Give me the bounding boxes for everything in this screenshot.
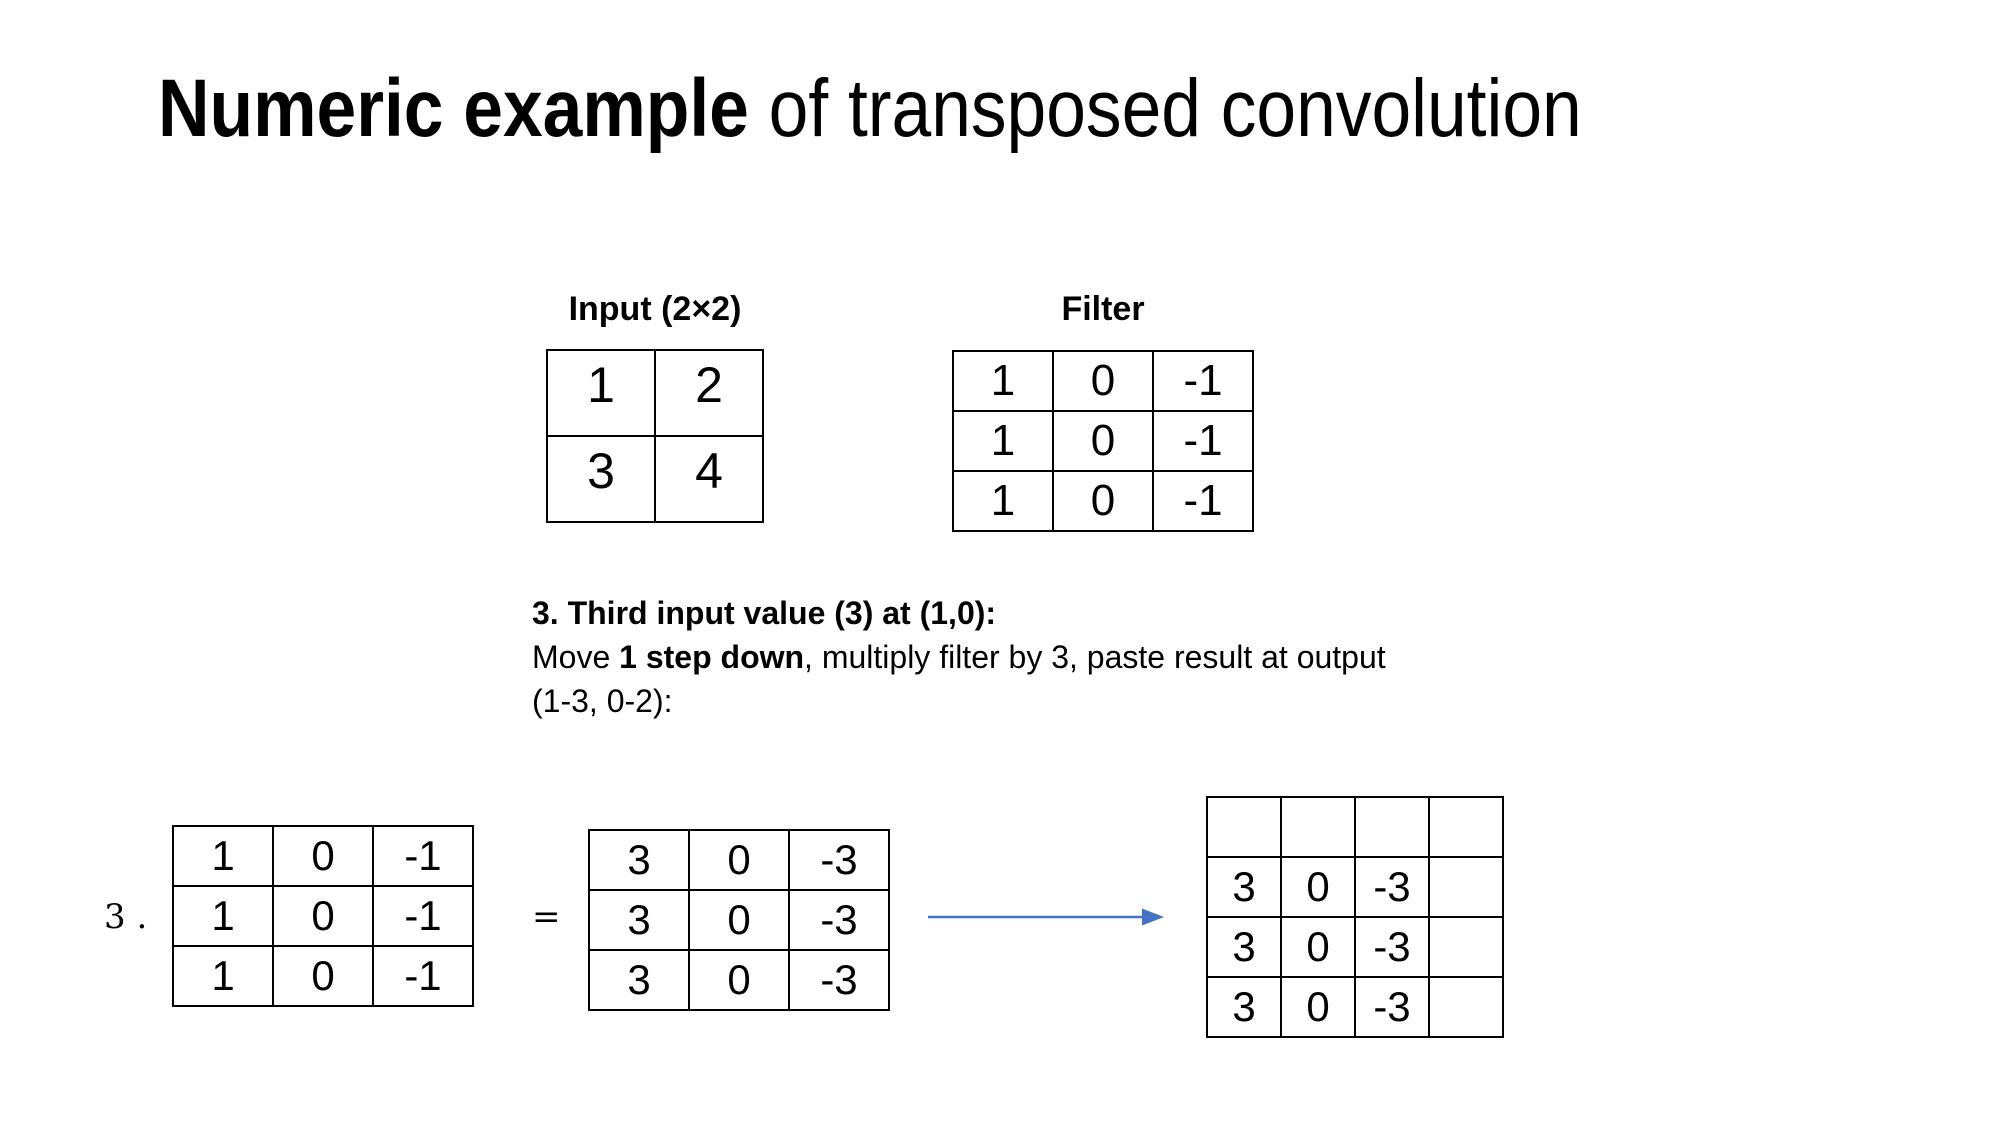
table-cell <box>1428 856 1504 918</box>
table-row: 1 0 -1 <box>952 350 1254 412</box>
table-row: 3 0 -3 <box>588 829 890 891</box>
table-cell: 1 <box>952 410 1054 472</box>
table-cell: 0 <box>1052 410 1154 472</box>
table-row: 1 0 -1 <box>172 885 474 947</box>
title-regular-text: of transposed convolution <box>748 63 1582 154</box>
table-cell <box>1280 796 1356 858</box>
table-cell: 3 <box>546 435 656 523</box>
table-cell: 0 <box>688 829 790 891</box>
arrow-head <box>1142 908 1164 926</box>
table-cell: 3 <box>1206 916 1282 978</box>
table-row: 1 2 <box>546 349 764 437</box>
table-row: 1 0 -1 <box>952 410 1254 472</box>
table-cell: -1 <box>1152 410 1254 472</box>
multiplier-text: 3 . <box>104 897 148 937</box>
table-cell: 1 <box>952 470 1054 532</box>
table-cell: 3 <box>1206 856 1282 918</box>
table-cell: 1 <box>172 825 274 887</box>
step-description-line2: Move 1 step down, multiply filter by 3, … <box>532 635 1386 679</box>
table-row: 1 0 -1 <box>172 825 474 887</box>
table-cell <box>1428 916 1504 978</box>
table-cell: 0 <box>1052 470 1154 532</box>
output-table: 3 0 -3 3 0 -3 3 0 -3 <box>1206 796 1504 1038</box>
table-row <box>1206 796 1504 858</box>
table-row: 3 4 <box>546 435 764 523</box>
right-arrow-icon <box>928 908 1164 926</box>
table-cell: 0 <box>272 945 374 1007</box>
table-cell: -3 <box>788 949 890 1011</box>
table-row: 3 0 -3 <box>1206 856 1504 918</box>
step-description-line2-bold: 1 step down <box>619 639 805 675</box>
table-cell: 1 <box>952 350 1054 412</box>
table-cell: 1 <box>172 945 274 1007</box>
table-cell: -3 <box>1354 856 1430 918</box>
table-cell: 0 <box>688 889 790 951</box>
table-cell: -1 <box>372 945 474 1007</box>
table-cell: 0 <box>688 949 790 1011</box>
step-description-line1: 3. Third input value (3) at (1,0): <box>532 595 997 631</box>
table-cell: -3 <box>788 829 890 891</box>
table-cell <box>1428 796 1504 858</box>
step-description-line3: (1-3, 0-2): <box>532 683 673 719</box>
table-row: 3 0 -3 <box>588 889 890 951</box>
table-row: 1 0 -1 <box>952 470 1254 532</box>
table-cell: 3 <box>1206 976 1282 1038</box>
table-cell: 3 <box>588 949 690 1011</box>
filter-table: 1 0 -1 1 0 -1 1 0 -1 <box>952 350 1254 532</box>
table-cell: -1 <box>372 885 474 947</box>
table-row: 3 0 -3 <box>1206 976 1504 1038</box>
table-cell: 0 <box>1280 856 1356 918</box>
input-table: 1 2 3 4 <box>546 349 764 523</box>
step-description: 3. Third input value (3) at (1,0): Move … <box>532 591 1386 723</box>
table-cell: -3 <box>788 889 890 951</box>
table-cell: -3 <box>1354 916 1430 978</box>
table-cell: 0 <box>1280 976 1356 1038</box>
title-bold-text: Numeric example <box>158 63 749 154</box>
table-cell: 3 <box>588 829 690 891</box>
table-cell: 0 <box>1052 350 1154 412</box>
table-row: 1 0 -1 <box>172 945 474 1007</box>
table-cell: -3 <box>1354 976 1430 1038</box>
table-row: 3 0 -3 <box>588 949 890 1011</box>
table-cell: 2 <box>654 349 764 437</box>
table-cell <box>1354 796 1430 858</box>
table-cell: 1 <box>546 349 656 437</box>
table-row: 3 0 -3 <box>1206 916 1504 978</box>
input-table-label: Input (2×2) <box>568 290 742 328</box>
table-cell <box>1428 976 1504 1038</box>
table-cell: -1 <box>372 825 474 887</box>
scaled-filter-matrix-table: 3 0 -3 3 0 -3 3 0 -3 <box>588 829 890 1011</box>
table-cell: -1 <box>1152 350 1254 412</box>
equals-sign: = <box>532 897 561 937</box>
table-cell: 1 <box>172 885 274 947</box>
page-title: Numeric example of transposed convolutio… <box>158 62 1582 156</box>
table-cell: 4 <box>654 435 764 523</box>
step-description-line2-pre: Move <box>532 639 620 675</box>
table-cell: 3 <box>588 889 690 951</box>
filter-matrix-table: 1 0 -1 1 0 -1 1 0 -1 <box>172 825 474 1007</box>
table-cell: 0 <box>272 825 374 887</box>
table-cell: 0 <box>1280 916 1356 978</box>
table-cell: -1 <box>1152 470 1254 532</box>
table-cell <box>1206 796 1282 858</box>
step-description-line2-post: , multiply filter by 3, paste result at … <box>804 639 1386 675</box>
filter-table-label: Filter <box>1061 290 1145 328</box>
table-cell: 0 <box>272 885 374 947</box>
